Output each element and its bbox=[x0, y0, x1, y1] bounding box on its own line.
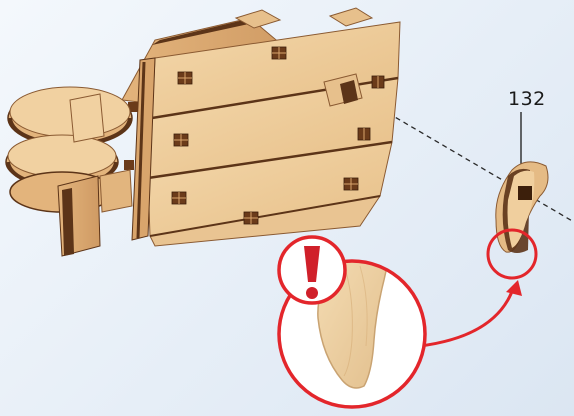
stern-assembly bbox=[6, 87, 132, 256]
hull-assembly bbox=[122, 8, 400, 246]
exclamation-icon bbox=[279, 237, 345, 303]
arrow-icon bbox=[420, 286, 514, 346]
part-number-label: 132 bbox=[508, 88, 546, 110]
